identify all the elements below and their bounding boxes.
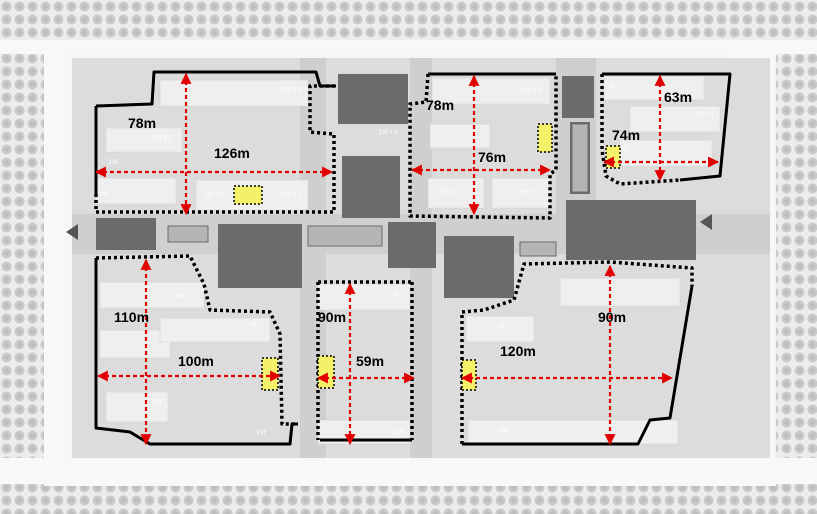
east-tree-belt: [776, 46, 817, 486]
south-road: [0, 458, 817, 484]
floor-label: 1F: [250, 321, 258, 328]
floor-label: 18F: [152, 399, 164, 406]
residential-buildings: [95, 75, 721, 445]
amenity-block: [338, 74, 408, 124]
floor-label: 1F: [392, 291, 400, 298]
dimension-label: 74m: [612, 127, 640, 143]
floor-label: 20F+1: [282, 191, 302, 198]
floor-label: 1F: [608, 83, 616, 90]
east-entrance-triangle-icon: [700, 214, 712, 230]
boundary-line: [94, 84, 336, 214]
north-road: [0, 40, 817, 54]
dimension-label: 100m: [178, 353, 214, 369]
floor-label: 19F: [256, 429, 268, 436]
floor-label: 22F+2: [522, 87, 542, 94]
dimension-labels: 78m 126m 78m 76m 63m 74m 110m 100m 90m 5…: [114, 89, 692, 369]
floor-label: 20F+1: [436, 189, 456, 196]
floor-label: 1F: [498, 323, 506, 330]
dimension-label: 110m: [114, 309, 149, 325]
floor-label: 20F: [108, 159, 120, 166]
floor-label: 22F+2: [282, 87, 302, 94]
west-entrance-triangle-icon: [66, 224, 78, 240]
internal-road-west: [300, 58, 326, 458]
dimension-label: 120m: [500, 343, 536, 359]
dimension-label: 63m: [664, 89, 692, 105]
west-tree-belt: [0, 46, 44, 486]
highlight-marker: [233, 185, 263, 205]
measurement-lines: [94, 72, 720, 446]
floor-label: 18F: [174, 293, 186, 300]
floor-label: 19F: [498, 427, 510, 434]
floor-label: 22F+2: [694, 111, 714, 118]
south-tree-belt: [0, 486, 817, 514]
floor-label: 18F: [392, 429, 404, 436]
dimension-label: 126m: [214, 145, 250, 161]
floor-label: 20F+1: [204, 191, 224, 198]
floor-label: 1F: [622, 145, 630, 152]
floor-label: 20F: [98, 191, 110, 198]
north-tree-belt: [0, 0, 817, 46]
floor-label: 18F+2: [152, 135, 172, 142]
floor-labels: 22F+2 18F+2 20F 20F+1 20F+1 20F 22F+2 19…: [98, 83, 714, 436]
dimension-label: 90m: [598, 309, 626, 325]
dimension-label: 78m: [426, 97, 454, 113]
dimension-label: 76m: [478, 149, 506, 165]
dimension-label: 90m: [318, 309, 346, 325]
dimension-label: 59m: [356, 353, 384, 369]
west-road: [44, 46, 66, 486]
floor-label: 19F+2: [378, 129, 398, 136]
dimension-label: 78m: [128, 115, 156, 131]
amenity-blocks: [96, 74, 696, 298]
floor-label: 20F+1: [518, 189, 538, 196]
